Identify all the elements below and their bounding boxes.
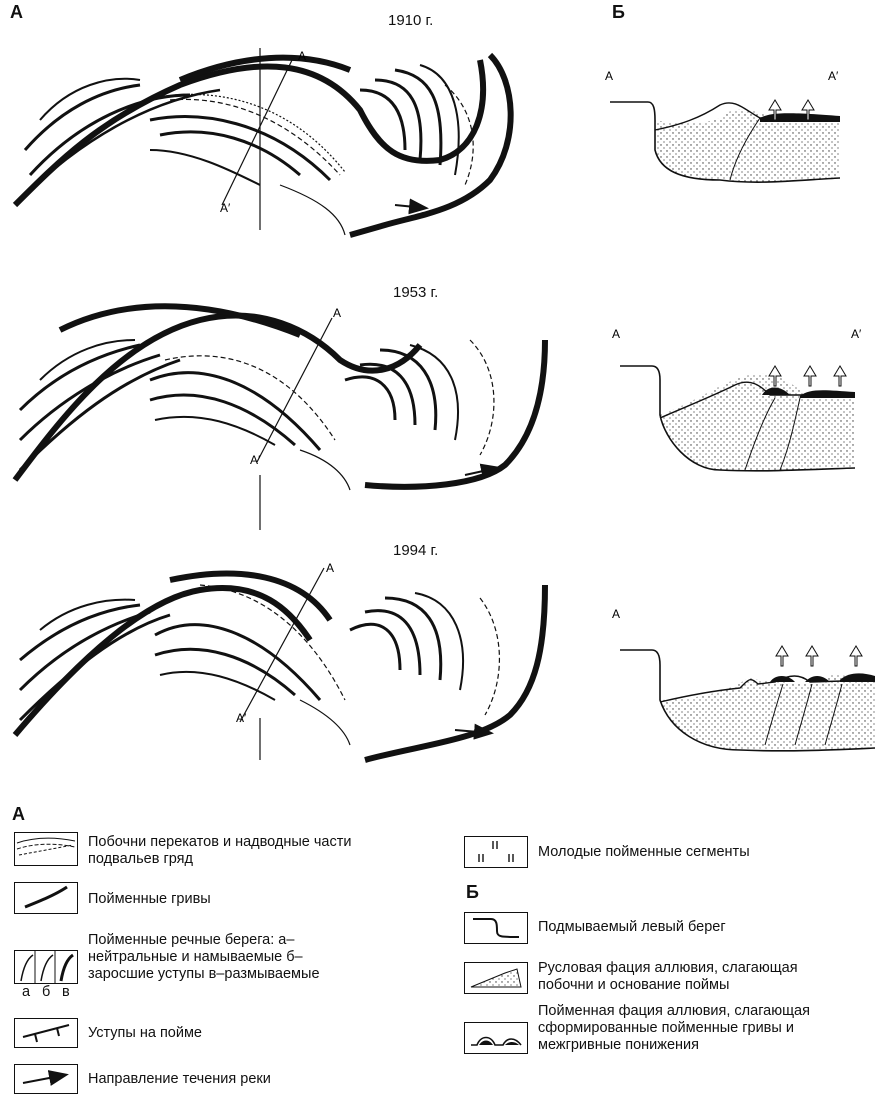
map-1910-start-label: А	[298, 49, 306, 63]
year-1910-label: 1910 г.	[388, 12, 434, 29]
map-1953-end-label: А′	[250, 453, 261, 467]
legend-bank-v: в	[62, 984, 70, 1000]
legend-b-title: Б	[466, 882, 479, 902]
map-1953	[12, 303, 548, 530]
section-1994-start-label: А	[612, 607, 620, 621]
legend-flow-swatch	[14, 1064, 78, 1094]
section-1953-end-label: А′	[851, 327, 862, 341]
legend-young-text: Молодые пойменные сегменты	[538, 844, 750, 860]
map-1994-end-label: А′	[236, 711, 247, 725]
legend-bank-b: б	[42, 984, 51, 1000]
legend-floodplain-text: Пойменная фация аллювия, слагающая сформ…	[538, 1003, 810, 1053]
legend-scarp-swatch	[14, 1018, 78, 1048]
legend-banks-text: Пойменные речные берега: а–нейтральные и…	[88, 932, 320, 982]
section-1953	[620, 365, 856, 472]
map-1910	[12, 48, 514, 238]
legend-bank-a: а	[22, 984, 31, 1000]
year-1953-label: 1953 г.	[393, 284, 439, 301]
section-1953-start-label: А	[612, 327, 620, 341]
year-1994-label: 1994 г.	[393, 542, 439, 559]
legend-ridge-swatch	[14, 882, 78, 914]
map-1994-start-label: А	[326, 561, 334, 575]
legend-bars-text: Побочни перекатов и надводные части подв…	[88, 834, 352, 867]
legend-young-swatch	[464, 836, 528, 868]
legend-a-title: А	[12, 804, 25, 824]
legend-channel-swatch	[464, 962, 528, 994]
section-1910-start-label: А	[605, 69, 613, 83]
legend-bar-swatch	[14, 832, 78, 866]
panel-b-title: Б	[612, 2, 625, 22]
legend-undercut-swatch	[464, 912, 528, 944]
map-1910-end-label: А′	[220, 201, 231, 215]
legend-undercut-text: Подмываемый левый берег	[538, 919, 726, 935]
legend-banks-swatch	[14, 950, 78, 984]
legend-floodplain-swatch	[464, 1022, 528, 1054]
legend-channel-text: Русловая фация аллювия, слагающая побочн…	[538, 960, 798, 993]
legend-scarps-text: Уступы на пойме	[88, 1025, 202, 1041]
section-1910-end-label: А′	[828, 69, 839, 83]
section-1910	[610, 99, 841, 183]
legend-ridges-text: Пойменные гривы	[88, 891, 211, 907]
map-1994	[12, 567, 548, 763]
map-1953-start-label: А	[333, 306, 341, 320]
section-1994	[620, 645, 876, 752]
legend-flow-text: Направление течения реки	[88, 1071, 271, 1087]
panel-a-title: А	[10, 2, 23, 22]
